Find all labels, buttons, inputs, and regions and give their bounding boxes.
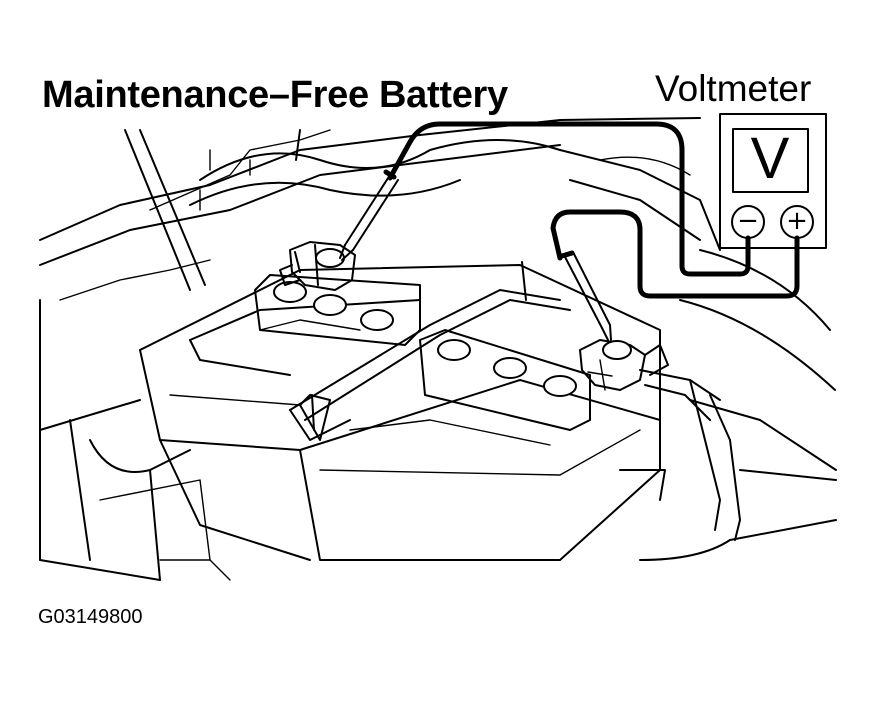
figure-id: G03149800 (38, 606, 143, 628)
figure-title: Maintenance–Free Battery (42, 74, 508, 116)
negative-lead-wire (339, 121, 751, 277)
positive-lead-wire (550, 209, 800, 341)
negative-jack-symbol: − (737, 206, 759, 236)
battery-illustration (139, 261, 666, 561)
positive-jack-symbol: + (786, 206, 808, 236)
positive-terminal (579, 339, 741, 541)
voltmeter-icon (719, 113, 827, 249)
voltmeter-label: Voltmeter (655, 68, 812, 109)
voltmeter-display-letter: V (750, 126, 790, 191)
